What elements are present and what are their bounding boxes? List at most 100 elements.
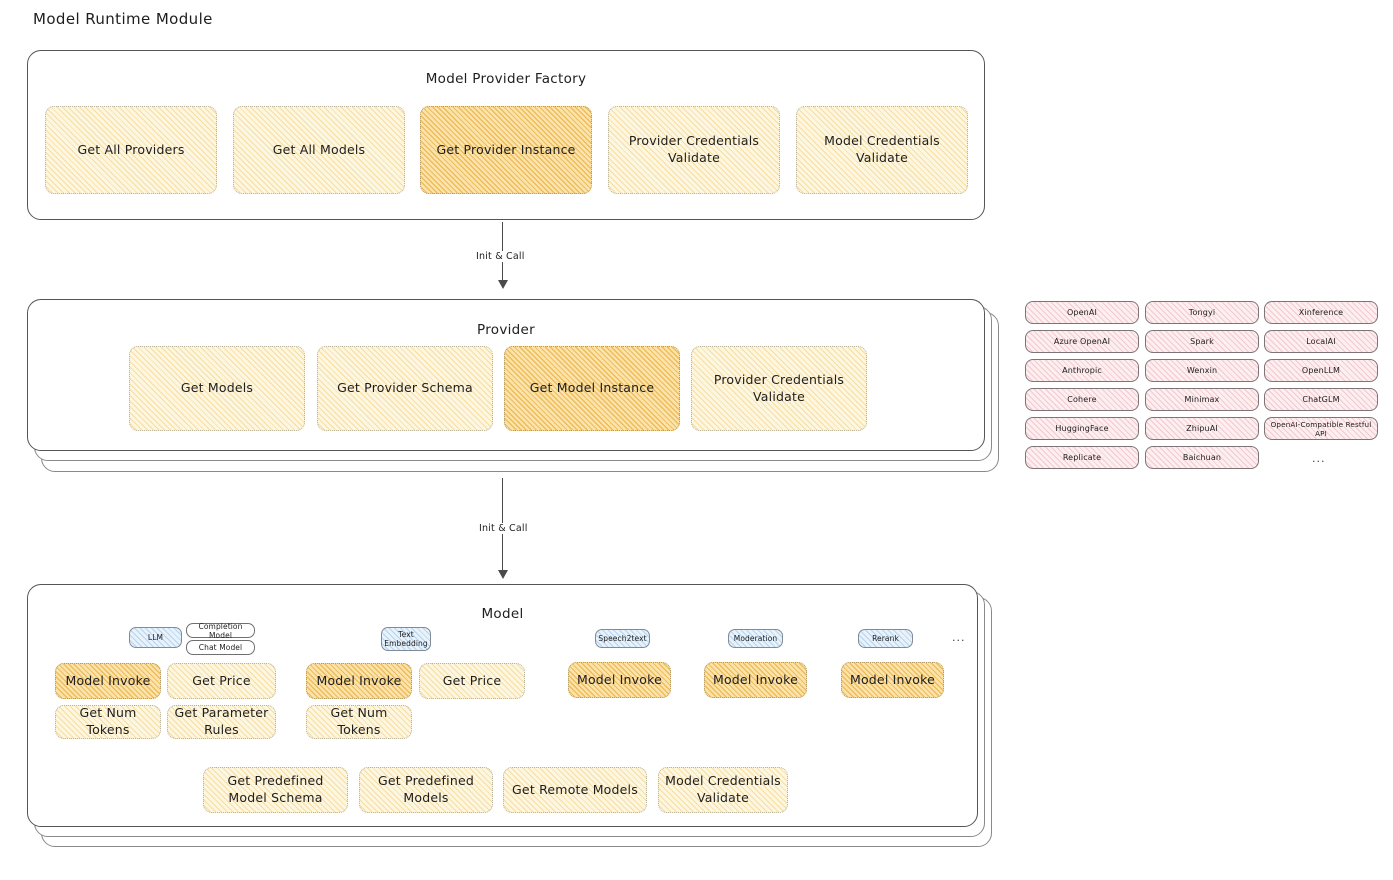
provider-chip-openllm[interactable]: OpenLLM [1264, 359, 1378, 382]
provider-list-more: ... [1312, 452, 1326, 465]
action-label: Model Invoke [65, 672, 151, 688]
provider-chip-azure-openai[interactable]: Azure OpenAI [1025, 330, 1139, 353]
factory-box-get-provider-instance[interactable]: Get Provider Instance [420, 106, 592, 194]
page-title: Model Runtime Module [33, 10, 213, 28]
provider-box-get-models[interactable]: Get Models [129, 346, 305, 431]
provider-chip-huggingface[interactable]: HuggingFace [1025, 417, 1139, 440]
provider-box-get-provider-schema[interactable]: Get Provider Schema [317, 346, 493, 431]
model-common-action-get-remote-models[interactable]: Get Remote Models [503, 767, 647, 813]
provider-chip-cohere[interactable]: Cohere [1025, 388, 1139, 411]
provider-box-label: Get Provider Schema [337, 380, 473, 396]
arrow-provider-to-model-label: Init & Call [475, 523, 532, 534]
model-common-action-get-predefined-models[interactable]: Get Predefined Models [359, 767, 493, 813]
model-type-badge-moderation[interactable]: Moderation [728, 629, 783, 648]
rerank-action-model-invoke[interactable]: Model Invoke [841, 662, 944, 698]
provider-box-label: Get Models [180, 380, 254, 396]
provider-chip-tongyi[interactable]: Tongyi [1145, 301, 1259, 324]
action-label: Get Price [442, 672, 502, 688]
factory-box-label: Get Provider Instance [436, 141, 576, 157]
provider-chip-baichuan[interactable]: Baichuan [1145, 446, 1259, 469]
provider-chip-label: OpenAI-Compatible Restful API [1270, 419, 1372, 438]
factory-box-label: Model Credentials Validate [824, 133, 940, 165]
provider-chip-anthropic[interactable]: Anthropic [1025, 359, 1139, 382]
model-type-badge-speech2text[interactable]: Speech2text [595, 629, 650, 648]
text-embedding-action-get-price[interactable]: Get Price [419, 663, 525, 699]
factory-box-label: Get All Models [272, 141, 366, 157]
moderation-action-model-invoke[interactable]: Model Invoke [704, 662, 807, 698]
speech2text-action-model-invoke[interactable]: Model Invoke [568, 662, 671, 698]
model-type-label: Text Embedding [384, 630, 428, 648]
model-title: Model [481, 606, 524, 622]
text-embedding-action-model-invoke[interactable]: Model Invoke [306, 663, 412, 699]
provider-chip-label: Wenxin [1186, 366, 1218, 375]
model-type-label: Rerank [872, 634, 899, 643]
llm-action-get-parameter-rules[interactable]: Get Parameter Rules [167, 705, 276, 739]
text-embedding-action-get-num-tokens[interactable]: Get Num Tokens [306, 705, 412, 739]
action-label: Get Num Tokens [330, 705, 388, 737]
action-label: Model Credentials Validate [665, 773, 781, 805]
provider-chip-label: Cohere [1067, 395, 1097, 404]
llm-action-model-invoke[interactable]: Model Invoke [55, 663, 161, 699]
model-common-action-get-predefined-model-schema[interactable]: Get Predefined Model Schema [203, 767, 348, 813]
factory-box-provider-credentials-validate[interactable]: Provider Credentials Validate [608, 106, 780, 194]
provider-chip-label: HuggingFace [1055, 424, 1109, 433]
model-type-badge-llm[interactable]: LLM [129, 627, 182, 648]
provider-box-provider-credentials-validate[interactable]: Provider Credentials Validate [691, 346, 867, 431]
provider-chip-label: Replicate [1062, 453, 1102, 462]
provider-chip-label: LocalAI [1306, 337, 1336, 346]
model-type-label: Moderation [733, 634, 778, 643]
model-common-action-model-credentials-validate[interactable]: Model Credentials Validate [658, 767, 788, 813]
model-subtype-badge-completion-model[interactable]: Completion Model [186, 621, 255, 640]
arrow-provider-to-model-head [498, 570, 508, 579]
model-subtype-label: Completion Model [198, 621, 243, 640]
provider-chip-chatglm[interactable]: ChatGLM [1264, 388, 1378, 411]
provider-chip-openai-compatible-restful-api[interactable]: OpenAI-Compatible Restful API [1264, 417, 1378, 440]
action-label: Get Predefined Models [378, 773, 474, 805]
provider-chip-label: Baichuan [1182, 453, 1222, 462]
provider-chip-label: Azure OpenAI [1053, 337, 1111, 346]
action-label: Model Invoke [712, 671, 799, 687]
provider-title: Provider [477, 322, 535, 338]
provider-box-get-model-instance[interactable]: Get Model Instance [504, 346, 680, 431]
action-label: Model Invoke [576, 671, 663, 687]
provider-chip-minimax[interactable]: Minimax [1145, 388, 1259, 411]
model-type-label: Speech2text [598, 634, 647, 643]
action-label: Get Parameter Rules [174, 705, 269, 737]
provider-chip-zhipuai[interactable]: ZhipuAI [1145, 417, 1259, 440]
model-provider-factory-title: Model Provider Factory [425, 71, 587, 87]
provider-chip-openai[interactable]: OpenAI [1025, 301, 1139, 324]
model-subtype-badge-chat-model[interactable]: Chat Model [186, 640, 255, 655]
provider-chip-label: Spark [1190, 337, 1214, 346]
model-type-label: LLM [147, 633, 164, 642]
provider-chip-label: OpenAI [1066, 308, 1098, 317]
action-label: Get Predefined Model Schema [227, 773, 324, 805]
model-type-badge-rerank[interactable]: Rerank [858, 629, 913, 648]
model-types-more: ... [952, 631, 966, 644]
provider-chip-replicate[interactable]: Replicate [1025, 446, 1139, 469]
action-label: Model Invoke [316, 672, 402, 688]
provider-chip-localai[interactable]: LocalAI [1264, 330, 1378, 353]
provider-chip-label: Xinference [1298, 308, 1344, 317]
provider-chip-spark[interactable]: Spark [1145, 330, 1259, 353]
action-label: Model Invoke [849, 671, 936, 687]
provider-chip-xinference[interactable]: Xinference [1264, 301, 1378, 324]
llm-action-get-price[interactable]: Get Price [167, 663, 276, 699]
provider-chip-label: Anthropic [1062, 366, 1102, 375]
factory-box-model-credentials-validate[interactable]: Model Credentials Validate [796, 106, 968, 194]
factory-box-label: Get All Providers [77, 141, 185, 157]
action-label: Get Price [192, 672, 251, 688]
factory-box-get-all-models[interactable]: Get All Models [233, 106, 405, 194]
action-label: Get Num Tokens [79, 705, 137, 737]
provider-chip-label: OpenLLM [1301, 366, 1341, 375]
arrow-factory-to-provider-head [498, 280, 508, 289]
action-label: Get Remote Models [512, 781, 638, 797]
model-type-badge-text-embedding[interactable]: Text Embedding [381, 627, 431, 651]
arrow-factory-to-provider-label: Init & Call [472, 251, 529, 262]
provider-chip-label: Tongyi [1188, 308, 1216, 317]
provider-chip-label: ZhipuAI [1186, 424, 1218, 433]
provider-chip-wenxin[interactable]: Wenxin [1145, 359, 1259, 382]
provider-chip-label: Minimax [1184, 395, 1220, 404]
factory-box-get-all-providers[interactable]: Get All Providers [45, 106, 217, 194]
llm-action-get-num-tokens[interactable]: Get Num Tokens [55, 705, 161, 739]
